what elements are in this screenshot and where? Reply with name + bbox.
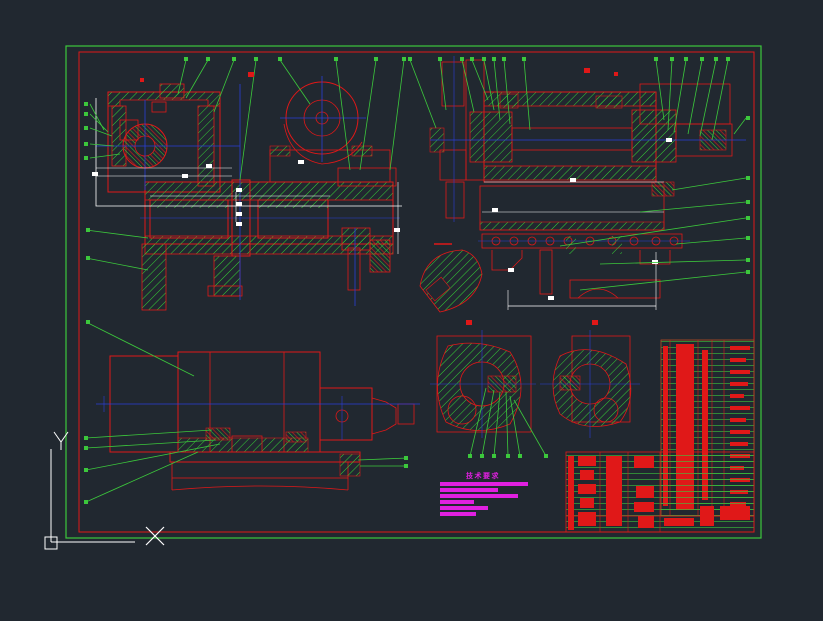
tech-requirements-title: 技术要求 xyxy=(466,471,500,480)
crosshair-cursor-icon xyxy=(145,526,165,546)
tech-requirements-note: 技术要求 xyxy=(440,471,528,516)
section-view-left xyxy=(430,320,536,438)
motor-assembly-view xyxy=(96,351,420,491)
leaders-top-right xyxy=(409,59,747,291)
section-view-right xyxy=(540,320,640,438)
leaders-motor xyxy=(85,321,409,503)
inner-frame xyxy=(78,51,755,533)
leaders-top-left xyxy=(85,59,405,271)
annotation-markers xyxy=(84,57,750,504)
ucs-axis-icon xyxy=(44,431,135,550)
outer-frame xyxy=(65,45,762,539)
shaft-assembly-view xyxy=(419,56,746,313)
reducer-section-view xyxy=(92,76,402,311)
leaders-sections xyxy=(469,387,547,457)
title-block xyxy=(565,451,755,533)
